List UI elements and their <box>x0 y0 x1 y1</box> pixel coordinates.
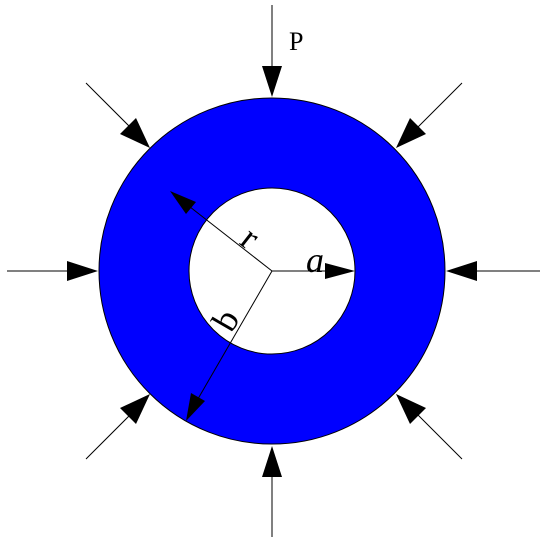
cylinder-ring <box>98 97 446 445</box>
radius-a-arrowhead <box>325 263 355 279</box>
arrowhead-top-left <box>120 118 150 148</box>
load-line-bottom-right <box>417 414 463 460</box>
arrowhead-top <box>262 66 282 97</box>
arrowhead-bottom <box>262 446 282 477</box>
radius-label-a: a <box>306 240 324 280</box>
radius-b-arrowhead <box>186 393 205 421</box>
load-line-bottom-left <box>85 414 131 460</box>
arrowhead-right <box>446 261 477 281</box>
arrowhead-bottom-left <box>120 394 150 424</box>
pressure-arrowheads <box>67 66 477 477</box>
arrowhead-bottom-right <box>396 394 426 424</box>
radius-b-line <box>194 270 273 405</box>
load-line-top-right <box>417 82 463 128</box>
arrowhead-left <box>67 261 98 281</box>
radius-r-line <box>175 195 273 272</box>
radius-label-r: r <box>233 218 267 257</box>
load-line-top-left <box>85 82 131 128</box>
arrowhead-top-right <box>396 118 426 148</box>
radius-arrowheads <box>170 191 355 421</box>
radius-r-arrowhead <box>170 191 196 214</box>
load-label-p: P <box>289 27 303 56</box>
